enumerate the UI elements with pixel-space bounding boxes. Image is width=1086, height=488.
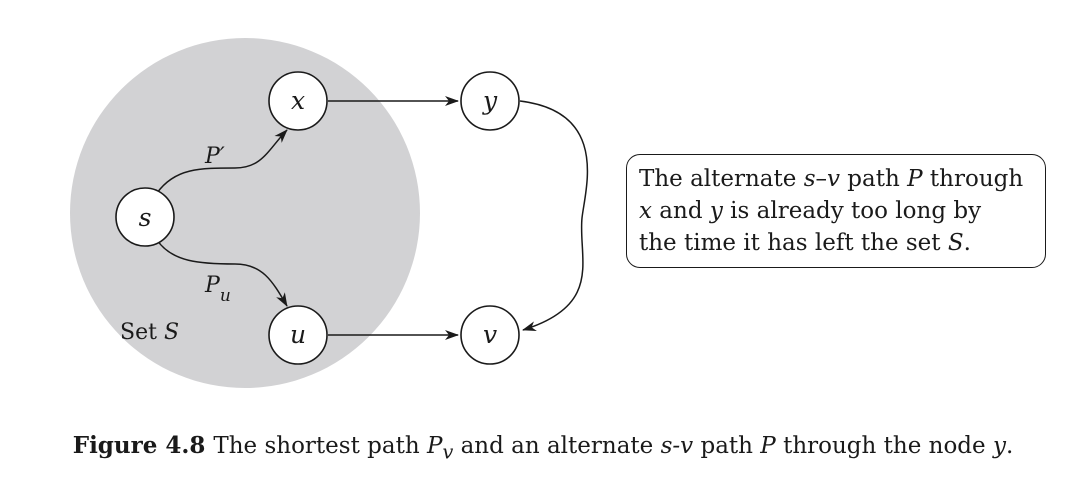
path-y-v bbox=[519, 100, 589, 331]
path-p-prime-label: P′ bbox=[204, 144, 225, 169]
set-s-label: Set S bbox=[120, 320, 179, 345]
node-x-label: x bbox=[291, 86, 305, 115]
node-u-label: u bbox=[290, 320, 306, 349]
set-s-region bbox=[70, 38, 420, 388]
path-p-u bbox=[156, 239, 288, 307]
path-p-prime bbox=[156, 129, 288, 194]
node-s-label: s bbox=[139, 203, 152, 232]
graph-diagram: s x y u v P′ Pu Set S bbox=[70, 38, 589, 388]
callout-line-3: the time it has left the set S. bbox=[639, 230, 971, 256]
node-s: s bbox=[115, 187, 175, 247]
node-x: x bbox=[268, 71, 328, 131]
node-v-label: v bbox=[483, 320, 497, 349]
callout-line-2: x and y is already too long by bbox=[639, 198, 982, 224]
figure-number: Figure 4.8 bbox=[72, 432, 206, 459]
node-y-label: y bbox=[482, 86, 498, 115]
node-u: u bbox=[268, 305, 328, 365]
explanation-callout: The alternate s–v path P through x and y… bbox=[626, 154, 1046, 268]
path-p-u-label: Pu bbox=[204, 273, 231, 306]
node-v: v bbox=[460, 305, 520, 365]
node-y: y bbox=[460, 71, 520, 131]
callout-line-1: The alternate s–v path P through bbox=[639, 166, 1024, 192]
